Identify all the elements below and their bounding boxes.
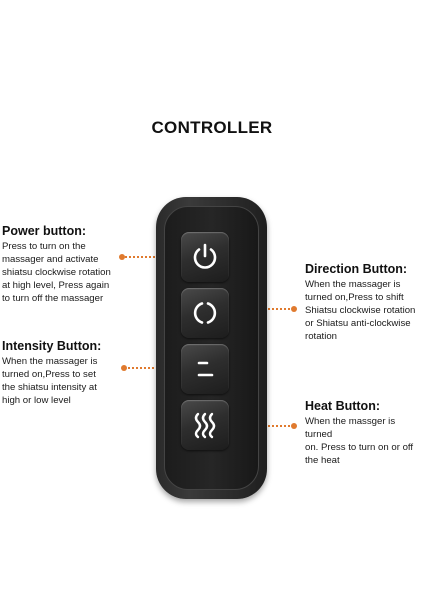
direction-button-description: When the massager is turned on,Press to … <box>305 279 416 342</box>
intensity-button-heading: Intensity Button: <box>2 339 102 353</box>
heat-button[interactable] <box>181 400 229 450</box>
power-button-callout: Power button: Press to turn on the massa… <box>2 224 152 305</box>
direction-button[interactable] <box>181 288 229 338</box>
heat-button-heading: Heat Button: <box>305 399 380 413</box>
intensity-button-callout: Intensity Button: When the massager is t… <box>2 339 152 407</box>
rotation-icon <box>193 302 217 324</box>
direction-button-callout: Direction Button: When the massager is t… <box>305 262 424 343</box>
direction-button-heading: Direction Button: <box>305 262 408 276</box>
power-leader-dot <box>119 254 125 260</box>
heat-leader-dot <box>291 423 297 429</box>
power-icon <box>193 243 217 269</box>
power-button-description: Press to turn on the massager and activa… <box>2 241 111 304</box>
intensity-button-description: When the massager is turned on,Press to … <box>2 356 98 406</box>
direction-leader-dot <box>291 306 297 312</box>
remote-controller <box>156 197 267 499</box>
heat-button-description: When the massger is turned on. Press to … <box>305 416 414 466</box>
heat-waves-icon <box>194 412 216 439</box>
heat-button-callout: Heat Button: When the massger is turned … <box>305 399 424 467</box>
power-button[interactable] <box>181 232 229 282</box>
page-title: CONTROLLER <box>151 118 273 137</box>
intensity-icon <box>197 361 214 377</box>
intensity-leader-dot <box>121 365 127 371</box>
power-leader-line <box>122 256 182 258</box>
power-button-heading: Power button: <box>2 224 87 238</box>
intensity-leader-line <box>124 367 182 369</box>
intensity-button[interactable] <box>181 344 229 394</box>
